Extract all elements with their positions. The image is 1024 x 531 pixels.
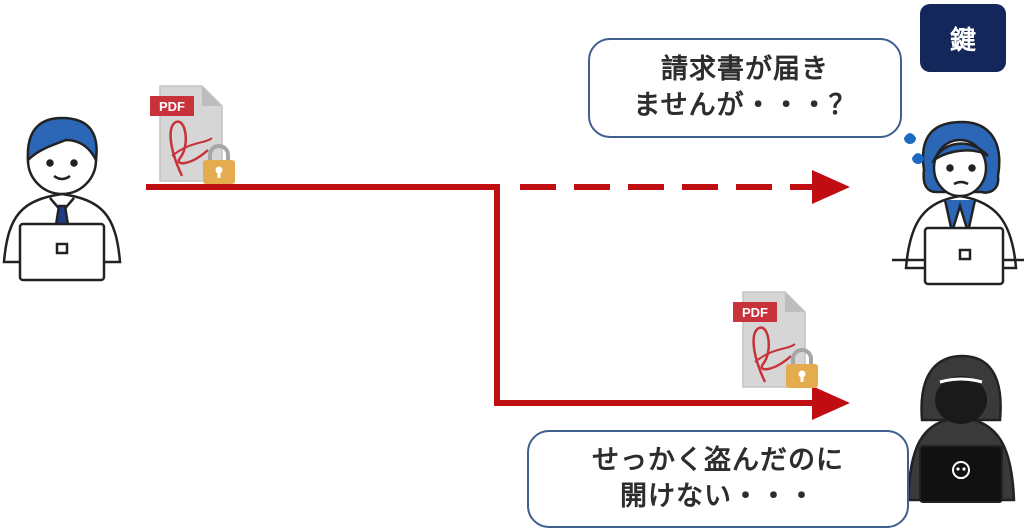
skull-icon: [952, 461, 970, 479]
bubble-line: 請求書が届き: [661, 54, 829, 85]
transmission-arrows: [146, 170, 850, 420]
key-badge: 鍵: [920, 4, 1006, 72]
sweat-drop-icon: [904, 133, 924, 164]
speech-bubble-hacker: せっかく盗んだのに 開けない・・・: [527, 430, 909, 528]
pdf-label: PDF: [742, 305, 768, 320]
bubble-line: せっかく盗んだのに: [592, 445, 844, 476]
sender-person-icon: [2, 116, 122, 282]
hacker-icon: [906, 354, 1016, 503]
pdf-locked-icon: PDF: [731, 290, 820, 390]
bubble-line: ませんが・・・？: [633, 90, 857, 121]
recipient-person-icon: [892, 120, 1024, 286]
pdf-label: PDF: [159, 99, 185, 114]
speech-bubble-recipient: 請求書が届き ませんが・・・？: [588, 38, 902, 138]
pdf-locked-icon: PDF: [148, 84, 237, 186]
bubble-line: 開けない・・・: [620, 481, 816, 512]
